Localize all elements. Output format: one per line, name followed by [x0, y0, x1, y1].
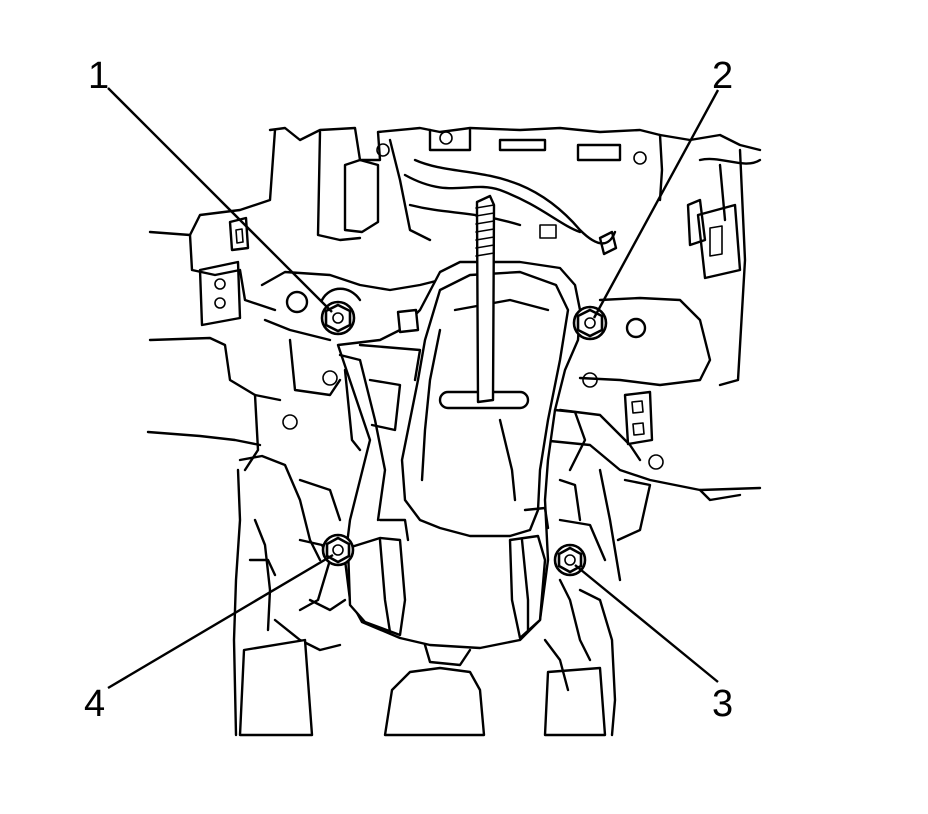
- leader-line-4: [107, 553, 334, 690]
- leader-line-1: [107, 87, 333, 313]
- callout-1: 1: [88, 55, 109, 97]
- pedal-arms: [232, 454, 617, 737]
- callout-2: 2: [712, 55, 733, 97]
- leader-line-3: [574, 564, 719, 683]
- dash-housing: [146, 126, 762, 582]
- nut-1: [320, 287, 362, 336]
- leader-line-2: [592, 89, 720, 319]
- pedal-bracket: [336, 194, 587, 650]
- callout-3: 3: [712, 683, 733, 725]
- nut-2: [572, 305, 608, 341]
- callout-4: 4: [84, 683, 105, 725]
- nut-4: [321, 533, 355, 567]
